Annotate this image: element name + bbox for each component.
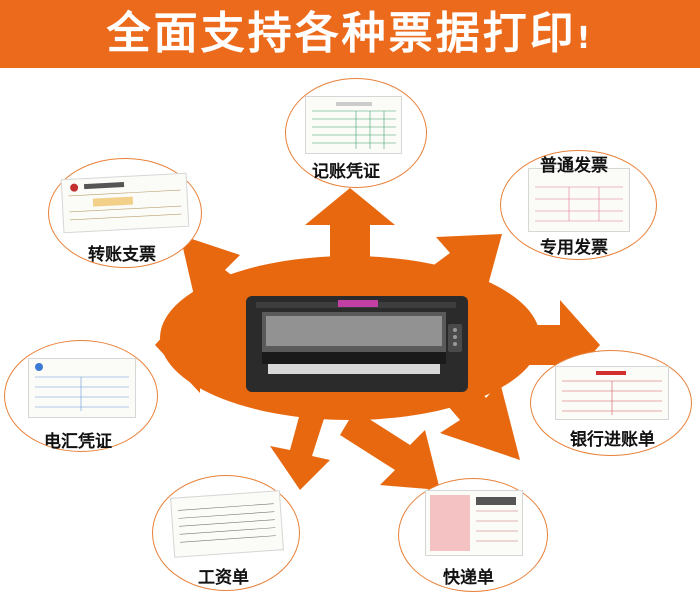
doc-bank-lines (562, 371, 662, 415)
arrow-left (155, 295, 250, 393)
doc-invoice (528, 168, 630, 232)
doc-payroll (170, 490, 284, 558)
banner-title-text: 全面支持各种票据打印 (106, 8, 577, 59)
top-banner: 全面支持各种票据打印! (0, 0, 700, 68)
label-remittance: 电汇凭证 (44, 432, 112, 452)
printer-badge (338, 300, 378, 307)
doc-check-lines (68, 182, 182, 221)
label-check: 转账支票 (88, 245, 156, 265)
doc-invoice-lines (535, 186, 623, 222)
doc-remittance-lines (35, 363, 129, 411)
arrow-down-left (270, 395, 330, 490)
doc-remittance (28, 358, 136, 418)
dot-matrix-printer (246, 296, 468, 392)
printer-button (453, 335, 457, 339)
label-payroll: 工资单 (198, 568, 249, 588)
printer-glass (266, 316, 442, 346)
arrow-up (305, 188, 395, 280)
label-invoice: 普通发票 (540, 156, 608, 176)
label-ledger: 记账凭证 (312, 162, 380, 182)
label-express: 快递单 (443, 568, 494, 588)
printer-button (453, 342, 457, 346)
doc-bank-deposit (555, 366, 669, 420)
printer-paper-tray (268, 364, 440, 374)
printer-paper-slot (262, 352, 446, 364)
banner-title: 全面支持各种票据打印! (0, 2, 700, 71)
printer-button (453, 328, 457, 332)
doc-ledger (305, 96, 402, 154)
doc-check (60, 172, 190, 234)
label-bank-deposit: 银行进账单 (570, 430, 655, 450)
doc-payroll-lines (177, 503, 276, 543)
arrow-down (340, 410, 440, 490)
doc-ledger-lines (312, 102, 396, 149)
doc-express (425, 490, 523, 556)
label-invoice-special: 专用发票 (540, 238, 608, 258)
doc-express-lines (430, 495, 518, 551)
banner-exclaim: ! (576, 21, 594, 56)
